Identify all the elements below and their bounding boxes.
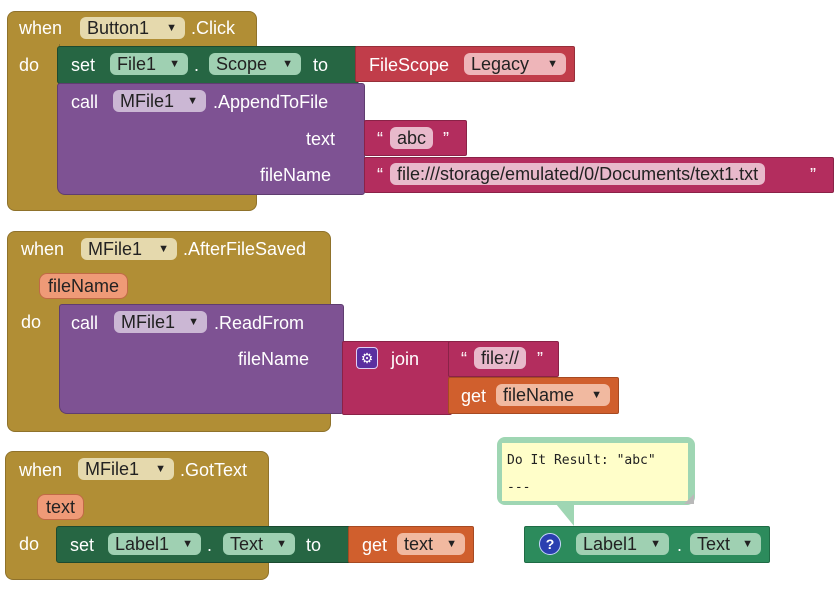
dropdown-label: File1 bbox=[117, 54, 157, 74]
bubble-frame: Do It Result: "abc" --- bbox=[497, 437, 695, 505]
component-dropdown-mfile1[interactable]: MFile1 ▼ bbox=[114, 311, 207, 333]
dot: . bbox=[207, 535, 213, 555]
help-icon[interactable]: ? bbox=[539, 533, 561, 555]
to-keyword: to bbox=[313, 55, 329, 75]
event-param-text[interactable]: text bbox=[37, 494, 85, 520]
result-line: Do It Result: "abc" bbox=[507, 453, 656, 468]
gear-icon[interactable]: ⚙ bbox=[356, 347, 378, 369]
text-literal-file-path[interactable]: file:///storage/emulated/0/Documents/tex… bbox=[390, 163, 766, 185]
do-keyword: do bbox=[19, 55, 40, 75]
join-label: join bbox=[391, 349, 420, 369]
event-name: .Click bbox=[191, 18, 235, 38]
dropdown-label: Label1 bbox=[115, 534, 170, 554]
variable-dropdown-filename[interactable]: fileName ▼ bbox=[496, 384, 610, 406]
dropdown-arrow-icon: ▼ bbox=[282, 58, 293, 70]
component-dropdown-file1[interactable]: File1 ▼ bbox=[110, 53, 188, 75]
method-name: .ReadFrom bbox=[214, 313, 305, 333]
dropdown-label: MFile1 bbox=[121, 312, 176, 332]
component-dropdown-mfile1[interactable]: MFile1 ▼ bbox=[81, 238, 177, 260]
property-dropdown-text[interactable]: Text ▼ bbox=[690, 533, 761, 555]
dot: . bbox=[194, 55, 200, 75]
dropdown-arrow-icon: ▼ bbox=[446, 538, 457, 550]
component-dropdown-label1[interactable]: Label1 ▼ bbox=[576, 533, 669, 555]
get-keyword: get bbox=[362, 535, 388, 555]
arg-label-text: text bbox=[306, 129, 336, 149]
dropdown-arrow-icon: ▼ bbox=[591, 389, 602, 401]
filescope-label: FileScope bbox=[369, 55, 450, 75]
dropdown-arrow-icon: ▼ bbox=[158, 243, 169, 255]
component-dropdown-mfile1[interactable]: MFile1 ▼ bbox=[78, 458, 174, 480]
dropdown-label: Scope bbox=[216, 54, 268, 74]
dropdown-arrow-icon: ▼ bbox=[276, 538, 287, 550]
dropdown-arrow-icon: ▼ bbox=[547, 58, 558, 70]
bubble-tail bbox=[556, 504, 574, 526]
text-literal-abc[interactable]: abc bbox=[390, 127, 434, 149]
method-name: .AppendToFile bbox=[213, 92, 329, 112]
event-name: .AfterFileSaved bbox=[183, 239, 307, 259]
variable-dropdown-text[interactable]: text ▼ bbox=[397, 533, 465, 555]
to-keyword: to bbox=[306, 535, 322, 555]
property-dropdown-scope[interactable]: Scope ▼ bbox=[209, 53, 301, 75]
dropdown-arrow-icon: ▼ bbox=[188, 316, 199, 328]
dropdown-label: MFile1 bbox=[85, 459, 140, 479]
component-dropdown-mfile1[interactable]: MFile1 ▼ bbox=[113, 90, 206, 112]
close-quote: ” bbox=[443, 129, 449, 149]
do-keyword: do bbox=[21, 312, 42, 332]
dropdown-arrow-icon: ▼ bbox=[187, 95, 198, 107]
do-keyword: do bbox=[19, 534, 40, 554]
set-keyword: set bbox=[70, 535, 95, 555]
open-quote: “ bbox=[461, 349, 467, 369]
open-quote: “ bbox=[377, 165, 383, 185]
component-dropdown-button1[interactable]: Button1 ▼ bbox=[80, 17, 185, 39]
when-keyword: when bbox=[19, 460, 63, 480]
dropdown-label: MFile1 bbox=[88, 239, 143, 259]
when-keyword: when bbox=[19, 18, 63, 38]
event-name: .GotText bbox=[180, 460, 248, 480]
property-dropdown-text[interactable]: Text ▼ bbox=[223, 533, 295, 555]
when-keyword: when bbox=[21, 239, 65, 259]
result-separator: --- bbox=[507, 480, 531, 495]
dropdown-label: Text bbox=[697, 534, 731, 554]
dropdown-arrow-icon: ▼ bbox=[166, 22, 177, 34]
dot: . bbox=[677, 535, 683, 555]
set-keyword: set bbox=[71, 55, 96, 75]
open-quote: “ bbox=[377, 129, 383, 149]
resize-grip-icon[interactable] bbox=[684, 494, 694, 504]
filescope-option-dropdown[interactable]: Legacy ▼ bbox=[464, 53, 566, 75]
dropdown-label: Legacy bbox=[471, 54, 530, 74]
dropdown-label: text bbox=[404, 534, 434, 554]
get-keyword: get bbox=[461, 386, 487, 406]
dropdown-arrow-icon: ▼ bbox=[650, 538, 661, 550]
dropdown-label: Label1 bbox=[583, 534, 638, 554]
dropdown-label: MFile1 bbox=[120, 91, 175, 111]
bubble-content: Do It Result: "abc" --- bbox=[502, 443, 688, 501]
component-dropdown-label1[interactable]: Label1 ▼ bbox=[108, 533, 201, 555]
dropdown-label: Text bbox=[230, 534, 264, 554]
call-keyword: call bbox=[71, 92, 99, 112]
dropdown-arrow-icon: ▼ bbox=[182, 538, 193, 550]
arg-label-filename: fileName bbox=[238, 349, 310, 369]
dropdown-label: Button1 bbox=[87, 18, 150, 38]
close-quote: ” bbox=[537, 349, 543, 369]
text-literal-file-prefix[interactable]: file:// bbox=[474, 347, 527, 369]
dropdown-arrow-icon: ▼ bbox=[155, 463, 166, 475]
call-keyword: call bbox=[71, 313, 99, 333]
dropdown-arrow-icon: ▼ bbox=[169, 58, 180, 70]
event-param-filename[interactable]: fileName bbox=[39, 273, 129, 299]
dropdown-label: fileName bbox=[503, 385, 575, 405]
call-append-to-file-block[interactable] bbox=[57, 83, 365, 195]
set-label-text-block[interactable] bbox=[56, 526, 352, 563]
close-quote: ” bbox=[810, 165, 816, 185]
arg-label-filename: fileName bbox=[260, 165, 332, 185]
dropdown-arrow-icon: ▼ bbox=[742, 538, 753, 550]
